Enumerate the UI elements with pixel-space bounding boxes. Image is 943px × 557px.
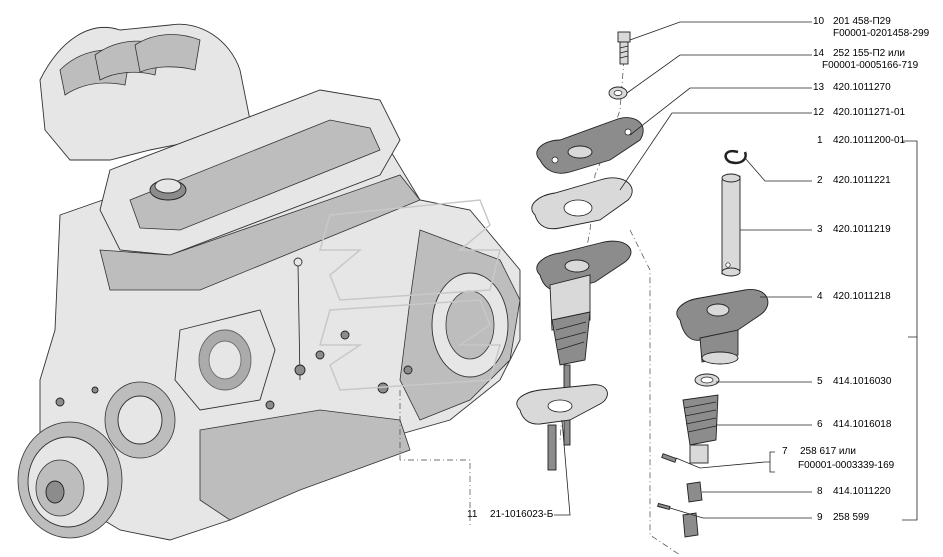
callout-number: 7 [782, 446, 788, 457]
callout-number: 13 [813, 82, 825, 93]
part-code: 420.1011271-01 [833, 107, 906, 118]
part-code: 420.1011221 [833, 175, 891, 186]
engine-illustration [17, 23, 521, 541]
part-code: 420.1011218 [833, 291, 891, 302]
part-code: 420.1011219 [833, 224, 891, 235]
part-code-alt: F00001-0005166-719 [822, 60, 919, 71]
part-code: 258 617 или [800, 446, 856, 457]
part-code: 414.1016018 [833, 419, 892, 430]
bolt-10 [617, 31, 631, 65]
part-code: 201 458-П29 [833, 16, 891, 27]
callout-number: 9 [817, 512, 823, 523]
part-code: 21-1016023-Б [490, 509, 554, 520]
callout-number: 2 [817, 175, 823, 186]
part-code-alt: F00001-0003339-169 [798, 460, 895, 471]
callout-number: 5 [817, 376, 823, 387]
part-code-alt: F00001-0201458-299 [833, 28, 930, 39]
part-code: 258 599 [833, 512, 870, 523]
part-code: 420.1011270 [833, 82, 891, 93]
exploded-oil-pump-drive [399, 31, 769, 556]
housing-4 [676, 289, 769, 365]
part-code: 420.1011200-01 [833, 135, 906, 146]
callout-number: 11 [467, 509, 478, 520]
callout-number: 6 [817, 419, 823, 430]
part-code: 414.1011220 [833, 486, 891, 497]
callout-number: 4 [817, 291, 823, 302]
gear-6 [682, 394, 719, 464]
callout-number: 12 [813, 107, 825, 118]
shaft-3 [721, 173, 741, 277]
callout-number: 8 [817, 486, 823, 497]
callout-number: 3 [817, 224, 823, 235]
part-code: 414.1016030 [833, 376, 892, 387]
leader-lines [554, 21, 918, 521]
part-code: 252 155-П2 или [833, 48, 906, 59]
callout-number: 1 [817, 135, 823, 146]
callout-number: 10 [813, 16, 825, 27]
callout-number: 14 [813, 48, 825, 59]
